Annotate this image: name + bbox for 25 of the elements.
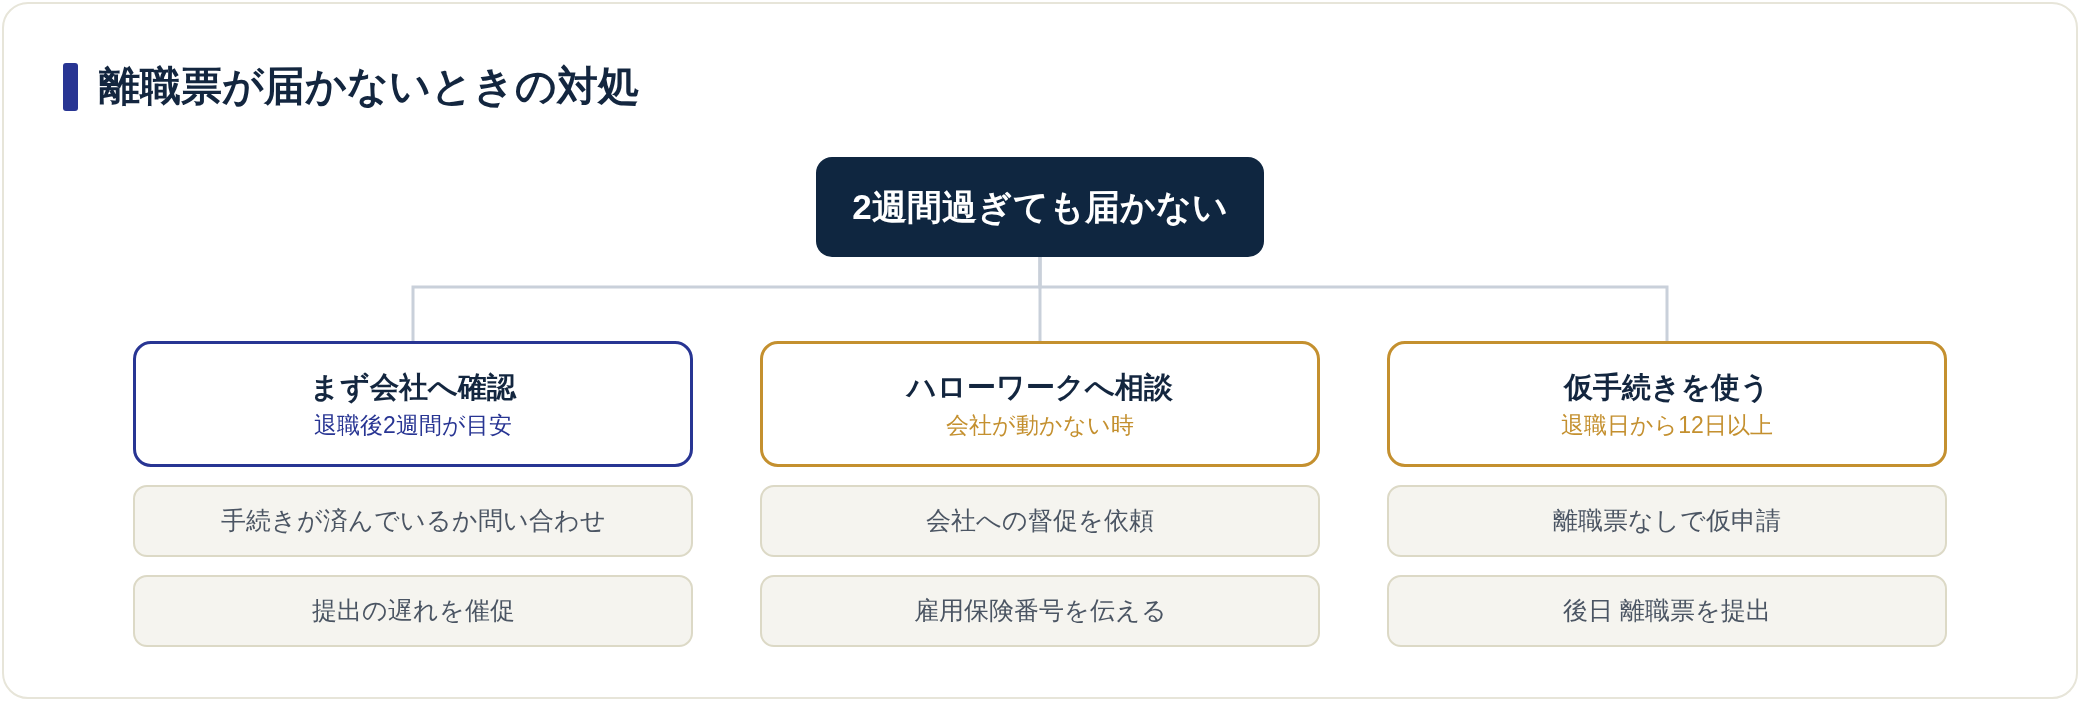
connector-line xyxy=(1038,257,1669,341)
card-heading: 仮手続きを使う xyxy=(1564,370,1770,406)
step-box xyxy=(1387,575,1947,647)
step-box xyxy=(133,485,693,557)
step-box xyxy=(1387,485,1947,557)
option-card xyxy=(760,341,1320,467)
step-box xyxy=(133,575,693,647)
box-label: 2週間過ぎても届かない xyxy=(852,186,1228,229)
step-box xyxy=(760,575,1320,647)
step-label: 手続きが済んでいるか問い合わせ xyxy=(220,505,606,537)
step-label: 提出の遅れを催促 xyxy=(311,595,515,627)
card-heading: まず会社へ確認 xyxy=(310,370,516,406)
step-label: 離職票なしで仮申請 xyxy=(1553,505,1781,537)
step-label: 後日 離職票を提出 xyxy=(1563,595,1771,627)
diagram-title: 離職票が届かないときの対処 xyxy=(99,62,639,111)
card-heading: ハローワークへ相談 xyxy=(907,370,1173,406)
problem-box xyxy=(816,157,1264,257)
card-subheading: 会社が動かない時 xyxy=(946,410,1134,440)
step-box xyxy=(760,485,1320,557)
option-card xyxy=(133,341,693,467)
card-subheading: 退職後2週間が目安 xyxy=(314,410,512,440)
step-label: 雇用保険番号を伝える xyxy=(913,595,1167,627)
step-label: 会社への督促を依頼 xyxy=(926,505,1154,537)
card-subheading: 退職日から12日以上 xyxy=(1561,410,1773,440)
option-card xyxy=(1387,341,1947,467)
